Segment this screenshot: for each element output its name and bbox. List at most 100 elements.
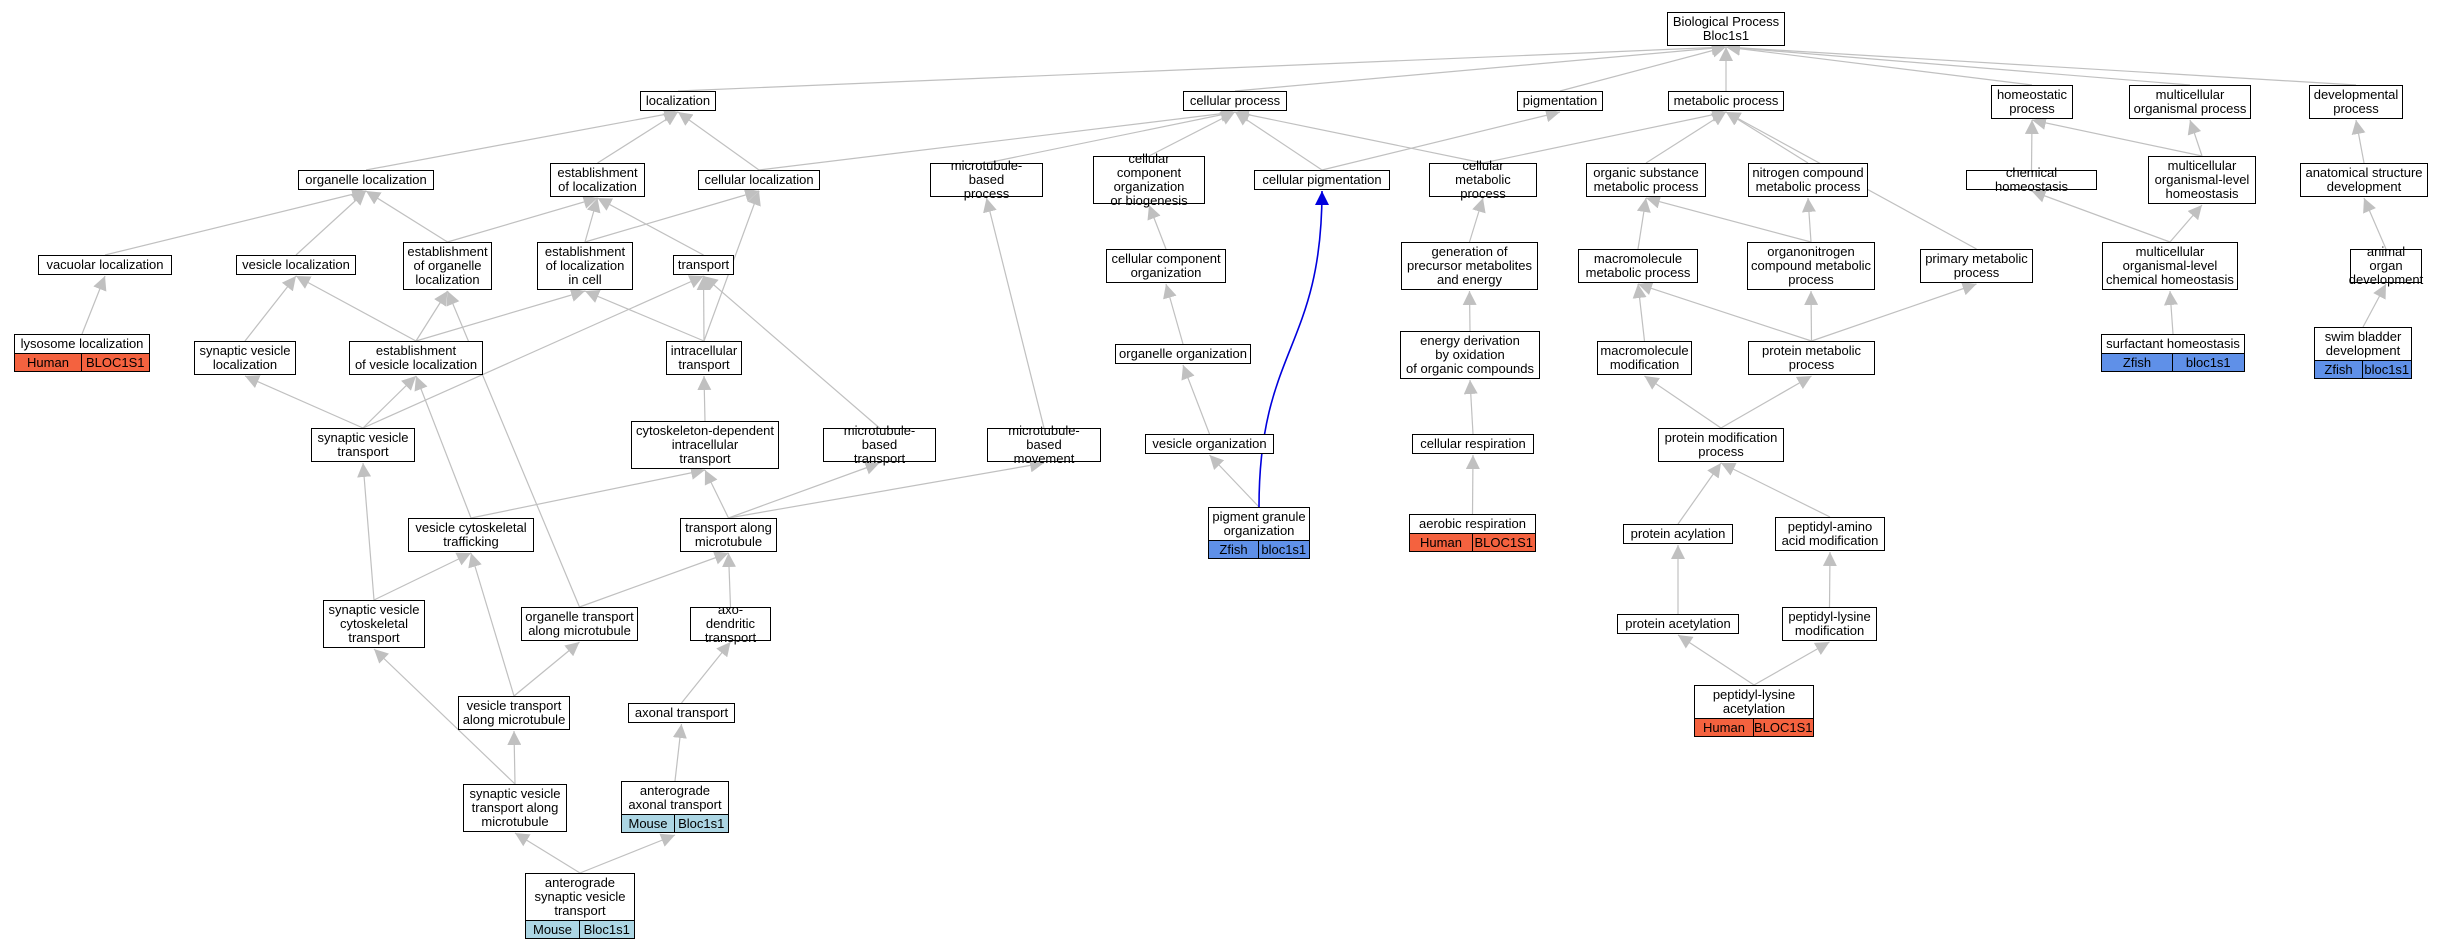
term-label-line: microtubule-based	[1008, 423, 1080, 452]
term-node-transport[interactable]: transport	[673, 255, 734, 275]
term-node-vacuolar-localization[interactable]: vacuolar localization	[38, 255, 172, 275]
term-node-axonal-transport[interactable]: axonal transport	[628, 703, 735, 723]
term-node-surfactant-homeostasis[interactable]: surfactant homeostasis	[2101, 334, 2245, 354]
term-node-lysosome-localization[interactable]: lysosome localization	[14, 334, 150, 354]
term-node-pigmentation[interactable]: pigmentation	[1517, 91, 1603, 111]
term-label-line: microtubule-based	[950, 158, 1023, 187]
graph-edge	[244, 275, 297, 342]
graph-edge	[584, 188, 760, 243]
gene-chip: Bloc1s1	[578, 919, 635, 939]
term-node-chemical-homeostasis[interactable]: chemical homeostasis	[1966, 166, 2097, 194]
term-label-line: organelle localization	[305, 172, 427, 187]
graph-edge	[1644, 375, 1722, 429]
species-chip: Human	[1409, 532, 1473, 552]
species-chip: Mouse	[525, 919, 580, 939]
term-node-cellular-respiration[interactable]: cellular respiration	[1412, 434, 1534, 454]
term-node-organelle-organization[interactable]: organelle organization	[1115, 344, 1251, 364]
term-node-cellular-pigmentation[interactable]: cellular pigmentation	[1254, 170, 1390, 190]
term-label-line: aerobic respiration	[1419, 516, 1526, 531]
graph-edge	[104, 187, 367, 256]
graph-edge	[597, 111, 679, 164]
term-label-line: axo-dendritic	[705, 602, 756, 631]
graph-edge	[1801, 197, 1816, 243]
term-node-organelle-localization[interactable]: organelle localization	[298, 170, 434, 190]
term-node-metabolic-process[interactable]: metabolic process	[1668, 91, 1784, 111]
term-node-vesicle-localization[interactable]: vesicle localization	[236, 255, 356, 275]
gene-chip: BLOC1S1	[1471, 532, 1536, 552]
term-label-line: metabolic process	[1673, 93, 1779, 108]
term-node-protein-acetylation[interactable]: protein acetylation	[1617, 614, 1739, 634]
term-node-aerobic-respiration[interactable]: aerobic respiration	[1409, 514, 1536, 534]
graph-edge	[295, 190, 367, 256]
term-node-vesicle-organization[interactable]: vesicle organization	[1145, 434, 1274, 454]
species-chip: Zfish	[2101, 352, 2173, 372]
term-node-cellular-localization[interactable]: cellular localization	[698, 170, 820, 190]
graph-edge	[2163, 290, 2178, 335]
term-label-line: axonal transport	[634, 705, 729, 720]
term-label-line: microtubule-based	[843, 423, 916, 452]
term-label-line: primary metabolic	[1925, 251, 2028, 266]
term-label-line: of localization	[545, 258, 625, 273]
term-label-line: transport along	[471, 800, 559, 815]
term-node-protein-acylation[interactable]: protein acylation	[1623, 524, 1733, 544]
term-node-localization[interactable]: localization	[640, 91, 716, 111]
term-node-cellular-process[interactable]: cellular process	[1183, 91, 1287, 111]
graph-edge	[362, 275, 704, 429]
term-label-line: pigment granule	[1212, 509, 1306, 524]
